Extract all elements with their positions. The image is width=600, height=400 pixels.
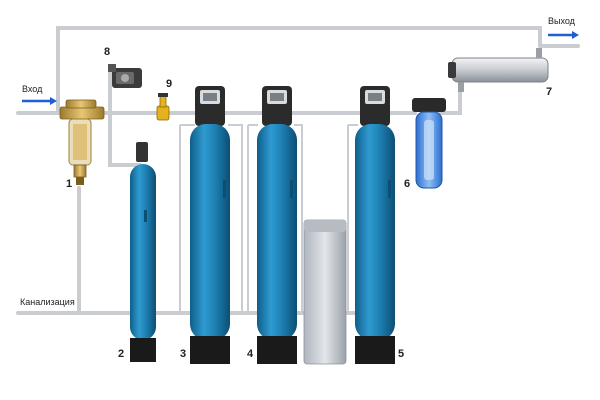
number-5: 5 xyxy=(398,348,405,360)
number-8: 8 xyxy=(104,46,111,58)
top-bypass-pipe xyxy=(56,26,542,115)
inlet-label: Вход xyxy=(22,84,43,94)
number-1: 1 xyxy=(66,178,73,190)
outlet-label: Выход xyxy=(548,16,575,26)
number-9: 9 xyxy=(166,78,173,90)
number-4: 4 xyxy=(247,348,254,360)
number-3: 3 xyxy=(180,348,187,360)
number-7: 7 xyxy=(546,86,553,98)
item-5-tank xyxy=(355,86,395,364)
item-7-uv-sterilizer xyxy=(448,48,549,92)
item-6-cartridge-filter xyxy=(412,98,446,189)
pipe-to-uv xyxy=(438,90,462,115)
number-2: 2 xyxy=(118,348,125,360)
number-6: 6 xyxy=(404,178,411,190)
brine-tank xyxy=(303,219,347,365)
item-9-valve xyxy=(156,93,170,121)
pipe-network xyxy=(16,26,580,315)
item-1-prefilter xyxy=(59,99,105,185)
branch-to-tank2 xyxy=(108,111,142,167)
item-4-tank xyxy=(257,86,297,364)
inlet-arrow-icon xyxy=(22,97,57,105)
tank-loops xyxy=(179,124,358,313)
outlet-arrow-icon xyxy=(548,31,579,39)
item-8-sensor xyxy=(108,64,142,88)
drain-label: Канализация xyxy=(20,297,75,307)
item-3-tank xyxy=(190,86,230,364)
item-2-tank xyxy=(130,142,156,362)
